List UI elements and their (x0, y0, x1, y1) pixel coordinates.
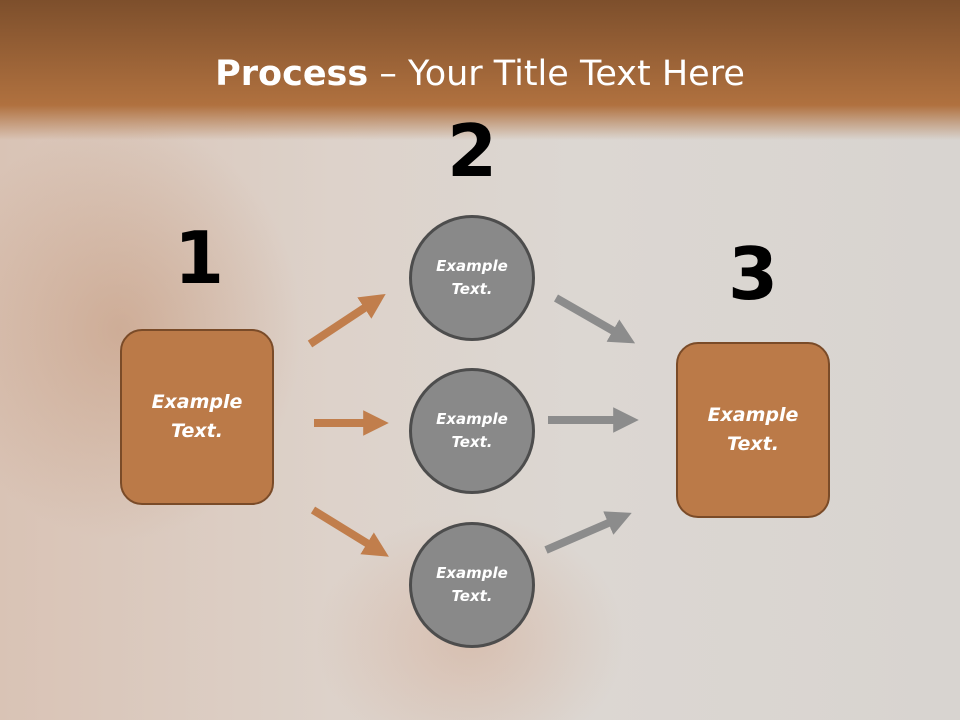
slide-title: Process – Your Title Text Here (0, 52, 960, 96)
node-circle-bottom-label: Example Text. (436, 564, 508, 605)
step-number-1: 1 (173, 216, 225, 300)
title-bold: Process (215, 54, 369, 94)
arrow-1-to-top (307, 293, 386, 348)
node-circle-top-label: Example Text. (436, 257, 508, 298)
step-number-2: 2 (446, 109, 498, 193)
title-rest: – Your Title Text Here (368, 54, 745, 94)
node-circle-middle: Example Text. (409, 368, 535, 494)
step-box-3-label: Example Text. (707, 404, 799, 455)
step-box-3: Example Text. (676, 342, 830, 518)
step-box-1-label: Example Text. (151, 391, 243, 442)
arrow-top-to-3 (554, 294, 636, 344)
arrow-1-to-bottom (310, 506, 389, 557)
arrow-bottom-to-3 (544, 511, 632, 554)
node-circle-middle-label: Example Text. (436, 410, 508, 451)
node-circle-top: Example Text. (409, 215, 535, 341)
node-circle-bottom: Example Text. (409, 522, 535, 648)
step-number-3: 3 (727, 232, 779, 316)
step-box-1: Example Text. (120, 329, 274, 505)
title-band (0, 0, 960, 140)
